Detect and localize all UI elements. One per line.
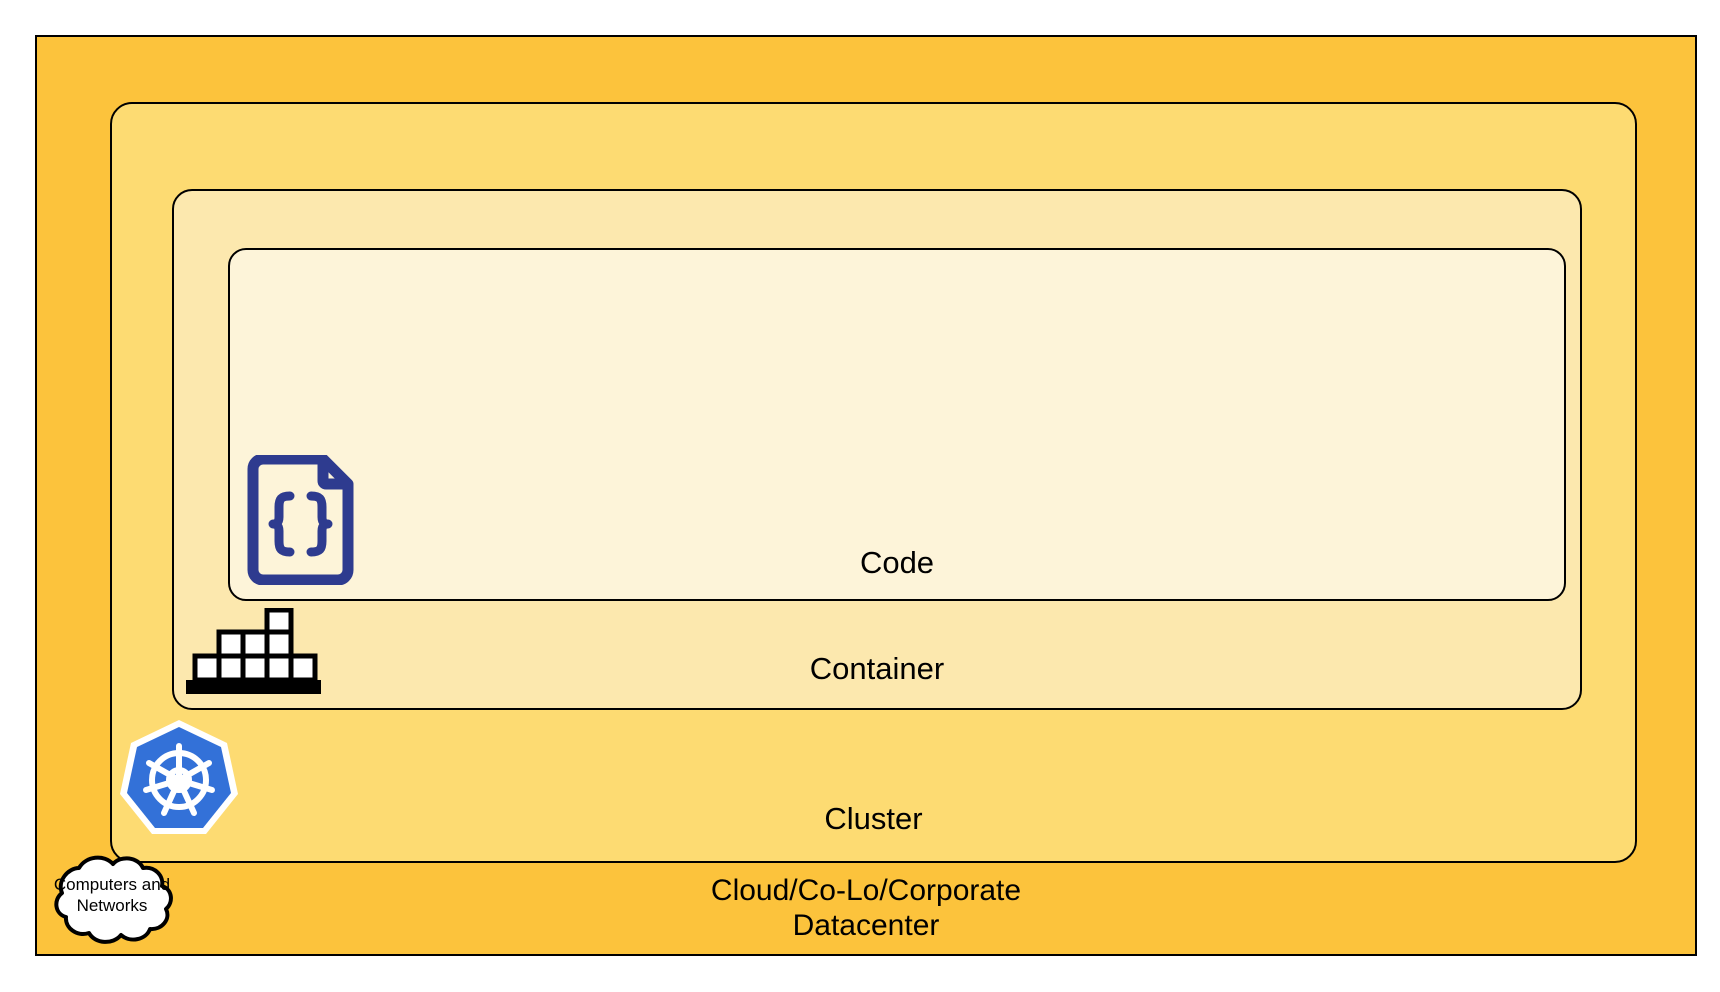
layer-code[interactable]: Code (228, 248, 1566, 601)
callout-computers-and-networks[interactable]: Computers and Networks (32, 855, 192, 951)
cloud-shape-icon (54, 855, 173, 944)
layer-datacenter[interactable]: Code Container Cluster Cloud/Co-Lo/Corpo… (35, 35, 1697, 956)
layer-container-label: Container (809, 651, 945, 687)
layer-container[interactable]: Code Container (172, 189, 1582, 710)
container-stack-icon (186, 607, 321, 698)
layer-cluster[interactable]: Code Container Cluster (110, 102, 1637, 863)
layer-code-label: Code (859, 545, 935, 581)
layer-datacenter-label: Cloud/Co-Lo/Corporate Datacenter (710, 874, 1022, 943)
layer-cluster-label: Cluster (824, 801, 923, 837)
code-file-icon (243, 453, 358, 586)
kubernetes-helm-icon (120, 718, 238, 838)
